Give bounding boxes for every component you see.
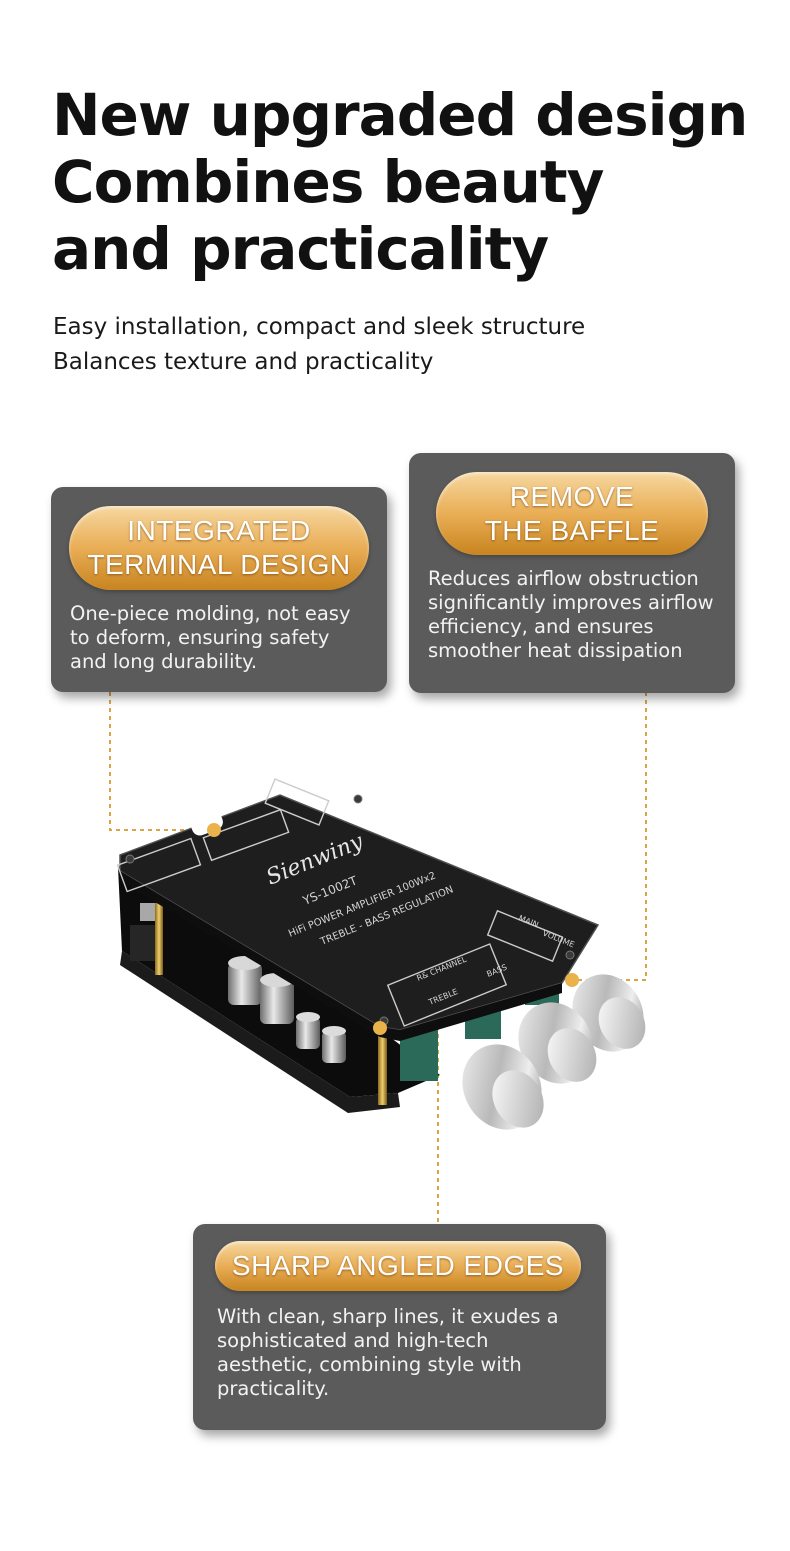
feature-desc-line: practicality.	[217, 1377, 330, 1400]
feature-card-sharp-edges: SHARP ANGLED EDGES With clean, sharp lin…	[193, 1224, 606, 1430]
feature-title-line-1: REMOVE	[509, 480, 635, 512]
feature-title-line-1: INTEGRATED	[127, 515, 311, 546]
connector-integrated	[109, 692, 214, 831]
capacitors	[228, 956, 346, 1063]
subheadline-line-1: Easy installation, compact and sleek str…	[53, 314, 586, 340]
feature-desc-line: to deform, ensuring safety	[70, 626, 330, 649]
feature-desc-line: and long durability.	[70, 650, 258, 673]
headline-line-3: and practicality	[52, 215, 549, 283]
feature-desc-line: With clean, sharp lines, it exudes a	[217, 1305, 559, 1328]
feature-desc-line: aesthetic, combining style with	[217, 1353, 522, 1376]
connector-dot	[207, 823, 221, 837]
feature-desc-line: significantly improves airflow	[428, 591, 714, 614]
headline-line-1: New upgraded design	[52, 81, 748, 149]
feature-description: One-piece molding, not easy to deform, e…	[70, 602, 351, 674]
feature-title: SHARP ANGLED EDGES	[231, 1250, 565, 1281]
subheadline-line-2: Balances texture and practicality	[53, 349, 434, 375]
feature-title-line-2: THE BAFFLE	[484, 514, 660, 546]
brass-standoff	[155, 903, 163, 975]
feature-title-pill: INTEGRATED TERMINAL DESIGN	[69, 506, 369, 590]
connector-dot	[373, 1021, 387, 1035]
feature-desc-line: efficiency, and ensures	[428, 615, 654, 638]
feature-card-integrated-terminal: INTEGRATED TERMINAL DESIGN One-piece mol…	[51, 487, 387, 692]
brass-standoff	[378, 1027, 387, 1105]
feature-desc-line: smoother heat dissipation	[428, 639, 683, 662]
feature-title-line-2: TERMINAL DESIGN	[87, 549, 351, 580]
feature-desc-line: Reduces airflow obstruction	[428, 567, 699, 590]
feature-title-pill: SHARP ANGLED EDGES	[215, 1241, 581, 1291]
amplifier-board-image: Sienwiny YS-1002T HiFi POWER AMPLIFIER 1…	[116, 778, 646, 1130]
treble-knob	[462, 1044, 544, 1130]
bass-knob	[518, 1002, 597, 1084]
headline: New upgraded design Combines beauty and …	[52, 81, 748, 283]
feature-desc-line: sophisticated and high-tech	[217, 1329, 489, 1352]
feature-desc-line: One-piece molding, not easy	[70, 602, 351, 625]
subheadline: Easy installation, compact and sleek str…	[53, 310, 585, 380]
connector-dot	[565, 973, 579, 987]
feature-description: Reduces airflow obstruction significantl…	[428, 567, 714, 663]
feature-card-remove-baffle: REMOVE THE BAFFLE Reduces airflow obstru…	[409, 453, 735, 693]
feature-description: With clean, sharp lines, it exudes a sop…	[217, 1305, 559, 1401]
headline-line-2: Combines beauty	[52, 148, 604, 216]
feature-title-pill: REMOVE THE BAFFLE	[436, 472, 708, 555]
